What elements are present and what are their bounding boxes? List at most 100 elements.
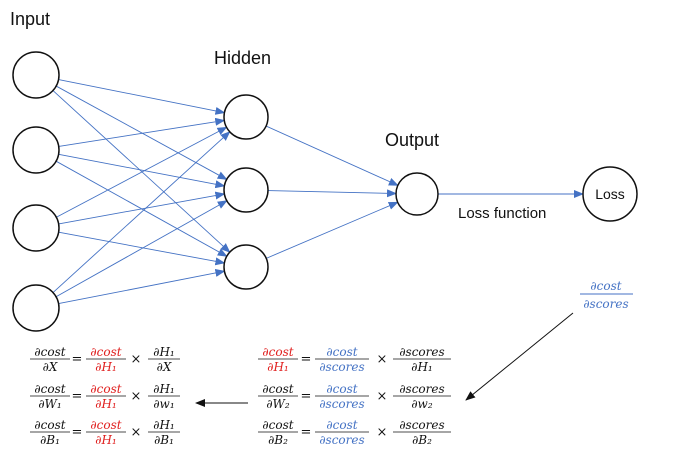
input-layer-title: Input [10,9,50,29]
local-fraction-denominator: ∂B₁ [154,433,174,447]
output-layer-gradients: ∂cost∂H₁=∂cost∂scores×∂scores∂H₁∂cost∂W₂… [258,345,451,447]
upstream-fraction-denominator: ∂scores [319,433,364,447]
equals-sign: = [301,352,312,367]
loss-function-label: Loss function [458,205,546,222]
backprop-arrow-to-output [465,312,574,401]
input-hidden-edge [56,126,228,218]
gradient-equation-row: ∂cost∂X=∂cost∂H₁×∂H₁∂X [30,345,180,374]
upstream-fraction-denominator: ∂scores [319,397,364,411]
upstream-fraction-numerator: ∂cost [90,382,121,396]
loss-node-label: Loss [595,186,625,202]
local-fraction-numerator: ∂scores [399,345,444,359]
input-node [12,126,60,174]
input-hidden-edge [55,200,228,298]
local-fraction-numerator: ∂H₁ [153,418,174,432]
input-hidden-edge [58,231,226,266]
upstream-fraction: ∂cost∂H₁ [86,382,126,411]
lhs-fraction-denominator: ∂X [43,360,58,374]
times-sign: × [131,425,142,440]
equals-sign: = [301,389,312,404]
equals-sign: = [72,352,83,367]
upstream-fraction: ∂cost∂scores [315,345,369,374]
input-hidden-edge [58,153,226,189]
hidden-node [223,94,269,140]
local-fraction: ∂H₁∂B₁ [148,418,180,447]
upstream-fraction: ∂cost∂H₁ [86,345,126,374]
local-fraction-denominator: ∂H₁ [411,360,432,374]
times-sign: × [131,352,142,367]
upstream-fraction-denominator: ∂H₁ [95,360,116,374]
times-sign: × [131,389,142,404]
gradient-note-numerator: ∂cost [590,279,621,293]
lhs-fraction: ∂cost∂H₁ [258,345,298,374]
lhs-fraction: ∂cost∂X [30,345,70,374]
gradient-equation-row: ∂cost∂B₂=∂cost∂scores×∂scores∂B₂ [258,418,451,447]
upstream-fraction: ∂cost∂scores [315,382,369,411]
lhs-fraction: ∂cost∂B₂ [258,418,298,447]
upstream-fraction-numerator: ∂cost [326,418,357,432]
lhs-fraction-denominator: ∂W₂ [266,397,290,411]
local-fraction-numerator: ∂scores [399,382,444,396]
local-fraction-denominator: ∂w₂ [411,397,432,411]
lhs-fraction-denominator: ∂H₁ [267,360,288,374]
upstream-fraction-denominator: ∂H₁ [95,433,116,447]
input-node [12,204,60,252]
input-hidden-edge [52,90,231,253]
times-sign: × [377,352,388,367]
lhs-fraction-numerator: ∂cost [34,345,65,359]
times-sign: × [377,425,388,440]
hidden-layer-gradients: ∂cost∂X=∂cost∂H₁×∂H₁∂X∂cost∂W₁=∂cost∂H₁×… [30,345,180,447]
local-fraction-denominator: ∂w₁ [153,397,174,411]
local-fraction-denominator: ∂X [157,360,172,374]
input-hidden-edge [55,85,228,180]
input-hidden-edge [58,117,226,147]
gradient-equation-row: ∂cost∂B₁=∂cost∂H₁×∂H₁∂B₁ [30,418,180,447]
lhs-fraction-numerator: ∂cost [262,345,293,359]
local-fraction: ∂scores∂H₁ [393,345,451,374]
hidden-output-edge [266,201,399,259]
hidden-output-edge [267,189,398,198]
hidden-nodes [223,94,269,290]
lhs-fraction: ∂cost∂W₂ [258,382,298,411]
lhs-fraction: ∂cost∂W₁ [30,382,70,411]
input-hidden-edge [58,269,226,305]
input-node [12,51,60,99]
loss-node [582,166,638,222]
times-sign: × [377,389,388,404]
gradient-equation-row: ∂cost∂W₂=∂cost∂scores×∂scores∂w₂ [258,382,451,411]
local-fraction-denominator: ∂B₂ [412,433,432,447]
input-hidden-edge [58,79,226,115]
lhs-fraction-numerator: ∂cost [262,382,293,396]
output-layer-title: Output [385,130,439,150]
input-nodes [12,51,60,332]
upstream-fraction-numerator: ∂cost [326,345,357,359]
upstream-fraction: ∂cost∂H₁ [86,418,126,447]
hidden-node [223,244,269,290]
local-fraction: ∂H₁∂w₁ [148,382,180,411]
input-hidden-edge [58,191,226,225]
local-fraction: ∂H₁∂X [148,345,180,374]
lhs-fraction: ∂cost∂B₁ [30,418,70,447]
local-fraction-numerator: ∂H₁ [153,382,174,396]
local-fraction: ∂scores∂B₂ [393,418,451,447]
lhs-fraction-denominator: ∂W₁ [38,397,61,411]
lhs-fraction-numerator: ∂cost [34,418,65,432]
gradient-note-denominator: ∂scores [583,297,628,311]
hidden-layer-title: Hidden [214,48,271,68]
local-fraction: ∂scores∂w₂ [393,382,451,411]
equals-sign: = [301,425,312,440]
lhs-fraction-numerator: ∂cost [34,382,65,396]
equals-sign: = [72,425,83,440]
gradient-note: ∂cost ∂scores [580,279,633,311]
lhs-fraction-denominator: ∂B₁ [40,433,60,447]
upstream-fraction: ∂cost∂scores [315,418,369,447]
input-hidden-edge [52,131,231,293]
local-fraction-numerator: ∂H₁ [153,345,174,359]
hidden-node [223,167,269,213]
gradient-equation-row: ∂cost∂W₁=∂cost∂H₁×∂H₁∂w₁ [30,382,180,411]
upstream-fraction-denominator: ∂H₁ [95,397,116,411]
equals-sign: = [72,389,83,404]
output-node [395,172,439,216]
hidden-output-edge [265,125,399,186]
